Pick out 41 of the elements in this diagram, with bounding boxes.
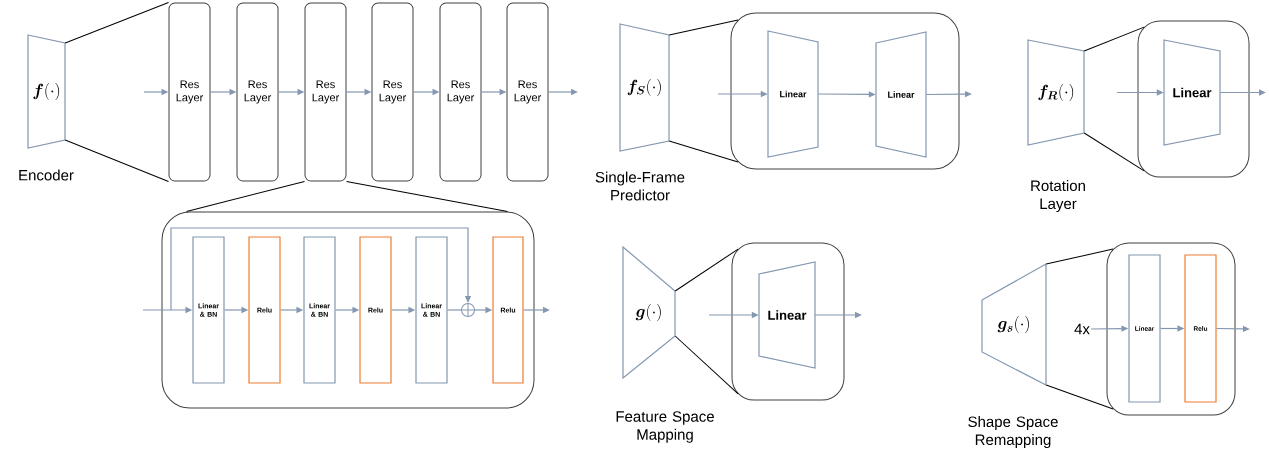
arrow xyxy=(170,227,472,311)
zoom-line xyxy=(186,181,305,212)
trapezoid-block: $\boldsymbol{g_s}(\cdot)$ xyxy=(981,263,1047,386)
connector-line xyxy=(447,309,462,311)
zoom-line xyxy=(1045,248,1114,265)
trapezoid-block: Linear xyxy=(758,261,816,369)
rounded-box: Res Layer xyxy=(439,2,482,182)
zoom-line xyxy=(668,19,739,36)
rounded-box: Res Layer xyxy=(371,2,414,182)
block-caption: Shape Space Remapping xyxy=(968,416,1058,448)
zoom-line xyxy=(64,139,169,182)
trapezoid-block: $\boldsymbol{f}(\cdot)$ xyxy=(27,34,66,149)
sum-circle xyxy=(460,302,476,318)
zoom-line xyxy=(1083,132,1145,172)
arrow xyxy=(1219,89,1266,96)
trapezoid-block: $\boldsymbol{f_R}(\cdot)$ xyxy=(1027,39,1085,146)
block-caption: Single-Frame Predictor xyxy=(595,171,685,201)
rounded-box xyxy=(1106,242,1236,416)
zoom-line xyxy=(346,181,508,212)
rounded-box: Res Layer xyxy=(304,2,347,182)
rounded-box xyxy=(161,211,535,409)
rounded-box xyxy=(731,242,845,401)
rounded-box: Res Layer xyxy=(506,2,549,182)
rounded-box xyxy=(730,12,960,170)
zoom-line xyxy=(1083,26,1145,52)
trapezoid-block: Linear xyxy=(1163,39,1221,146)
zoom-line xyxy=(64,2,169,44)
block-caption: Encoder xyxy=(19,169,74,181)
block-caption: Rotation Layer xyxy=(1031,180,1085,212)
zoom-line xyxy=(1045,384,1114,410)
zoom-line xyxy=(674,248,739,292)
trapezoid-block: Linear xyxy=(875,31,927,158)
rounded-box xyxy=(1137,20,1250,178)
repeat-label: 4x xyxy=(1074,323,1090,335)
zoom-line xyxy=(668,140,739,163)
trapezoid-block: $\boldsymbol{f_S}(\cdot)$ xyxy=(619,23,670,152)
rounded-box: Res Layer xyxy=(168,2,211,182)
zoom-line xyxy=(674,335,739,395)
block-caption: Feature Space Mapping xyxy=(616,411,714,443)
rounded-box: Res Layer xyxy=(236,2,279,182)
trapezoid-block: Linear xyxy=(767,30,819,158)
